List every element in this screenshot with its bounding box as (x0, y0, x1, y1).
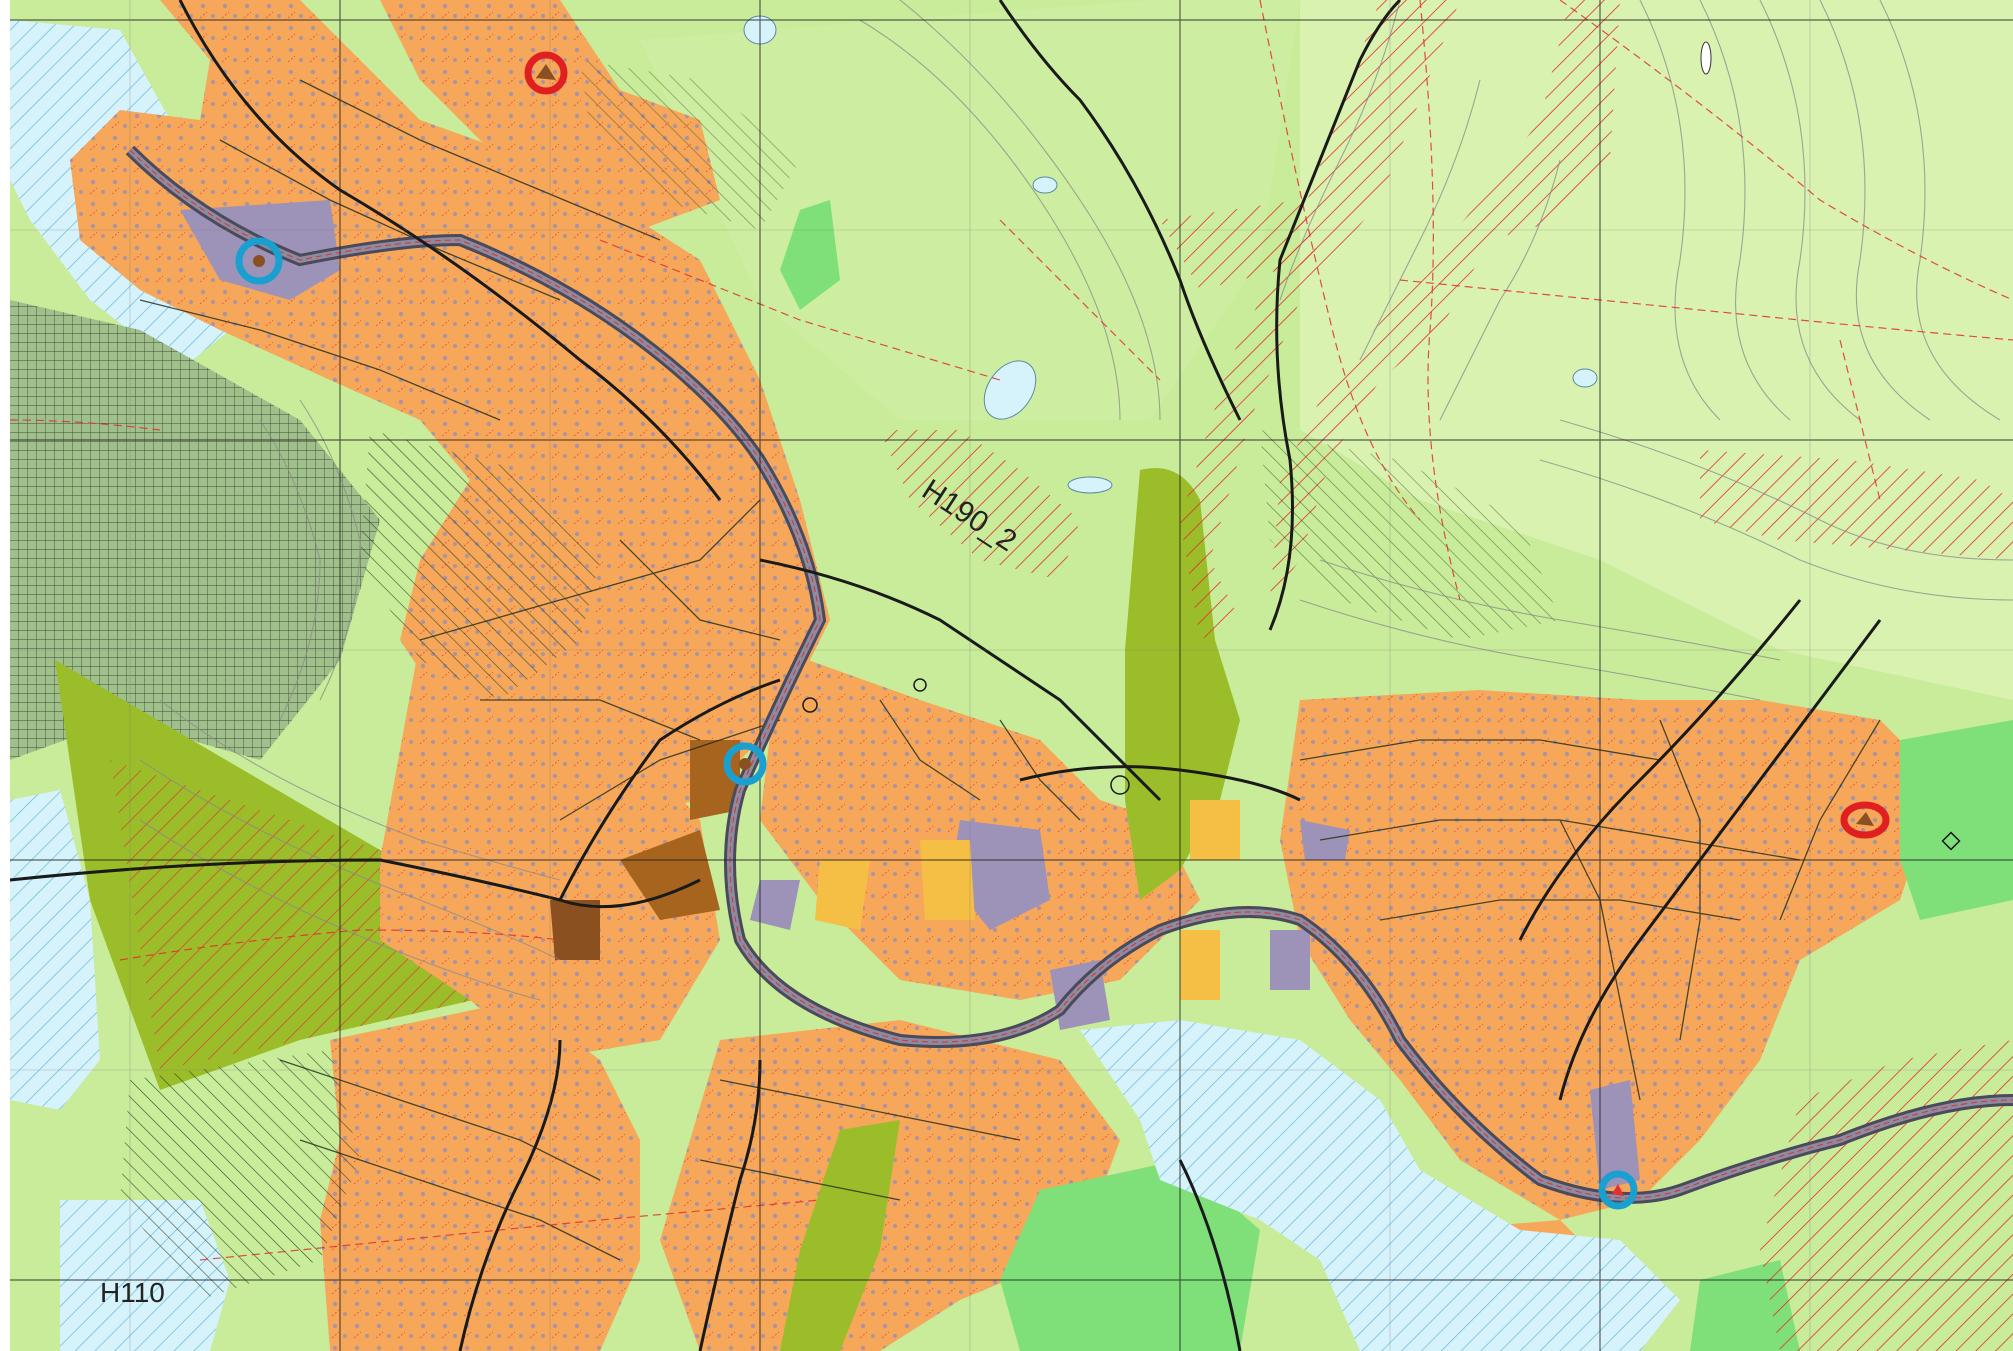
main-road (125, 145, 2013, 1204)
lake-small-1 (1032, 176, 1058, 194)
lake-small-3 (1572, 368, 1598, 388)
residential-zone-south-center-dots (660, 1020, 1120, 1351)
blue-marker-2[interactable] (723, 742, 767, 786)
yellow-zone-3 (815, 860, 870, 930)
red-dashed-boundaries (9, 0, 2013, 1261)
map-symbols (802, 678, 1961, 851)
olive-zone-south (780, 1120, 900, 1351)
commercial-area-4 (1270, 930, 1310, 990)
protected-zone-west-grid (10, 300, 380, 760)
olive-zone-west-hatch (110, 760, 560, 1070)
protection-zone-south (120, 1050, 360, 1300)
map-left-margin (0, 0, 10, 1351)
hazard-zone-ridge (1270, 0, 1620, 600)
water-fjord-south-hatch (1080, 1020, 1680, 1351)
blue-marker-3[interactable] (1598, 1170, 1638, 1210)
protection-zone-northeast (1260, 430, 1560, 640)
commercial-area-5 (1590, 1080, 1640, 1190)
hazard-zone-center-north (880, 430, 1080, 580)
commercial-area-6 (1300, 820, 1350, 860)
protection-zone-center (360, 430, 600, 700)
commercial-area-2 (950, 820, 1050, 930)
industrial-area-3 (550, 900, 600, 960)
map-grid (10, 0, 2013, 1351)
lake-small-4 (1700, 41, 1712, 75)
property-lines (139, 79, 1881, 1261)
hazard-zone-east-ridge (1700, 450, 2013, 560)
industrial-area-2 (620, 830, 720, 920)
secondary-roads (9, 0, 1882, 1351)
lake-center (983, 360, 1037, 420)
yellow-zone-1 (920, 840, 975, 920)
residential-zone-southwest-dots (320, 1000, 640, 1351)
commercial-area-7 (750, 880, 800, 930)
blue-marker-1[interactable] (235, 237, 283, 285)
green-park-north (780, 200, 840, 310)
yellow-zone-4 (1190, 800, 1240, 860)
yellow-zone-2 (1180, 930, 1220, 1000)
protection-zone-north (580, 60, 800, 230)
green-park-south (1000, 1160, 1260, 1351)
zone-label-h110: H110 (100, 1277, 165, 1308)
map-grid-minor (10, 0, 2013, 1351)
red-marker-2[interactable] (1840, 801, 1890, 839)
lake-small-2 (1067, 476, 1113, 494)
green-park-east (1900, 720, 2013, 920)
water-west-hatch (10, 790, 100, 1110)
red-marker-1[interactable] (524, 51, 568, 95)
hazard-zone-southeast (1760, 1040, 2013, 1351)
